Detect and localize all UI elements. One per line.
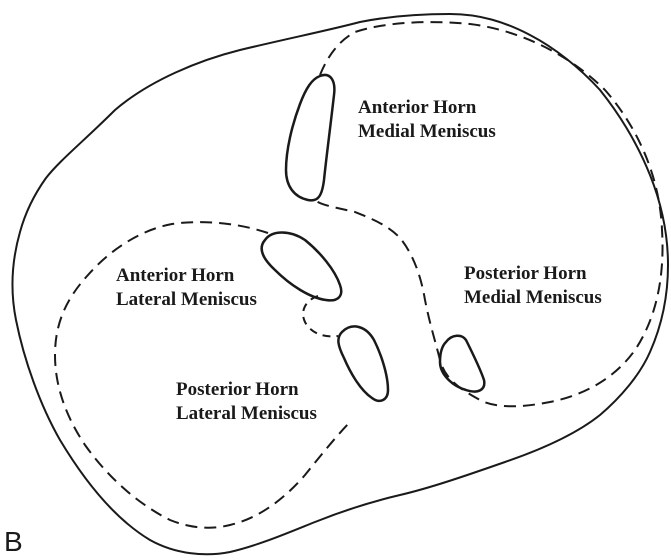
label-posterior-horn-medial-meniscus: Posterior Horn Medial Meniscus — [464, 262, 602, 310]
label-line: Lateral Meniscus — [176, 402, 317, 426]
label-line: Posterior Horn — [176, 378, 317, 402]
label-line: Medial Meniscus — [464, 286, 602, 310]
anterior-horn-medial-meniscus-shape — [286, 75, 334, 200]
posterior-horn-lateral-meniscus-shape — [338, 326, 388, 400]
label-line: Anterior Horn — [358, 96, 496, 120]
label-posterior-horn-lateral-meniscus: Posterior Horn Lateral Meniscus — [176, 378, 317, 426]
posterior-horn-medial-meniscus-shape — [440, 336, 484, 392]
anterior-horn-lateral-meniscus-shape — [262, 233, 342, 301]
label-anterior-horn-medial-meniscus: Anterior Horn Medial Meniscus — [358, 96, 496, 144]
medial-compartment-dashed-outline — [315, 22, 663, 406]
label-line: Lateral Meniscus — [116, 288, 257, 312]
label-line: Anterior Horn — [116, 264, 257, 288]
label-line: Posterior Horn — [464, 262, 602, 286]
label-line: Medial Meniscus — [358, 120, 496, 144]
panel-letter: B — [4, 527, 23, 557]
label-anterior-horn-lateral-meniscus: Anterior Horn Lateral Meniscus — [116, 264, 257, 312]
lateral-connector-dashed — [303, 296, 338, 336]
